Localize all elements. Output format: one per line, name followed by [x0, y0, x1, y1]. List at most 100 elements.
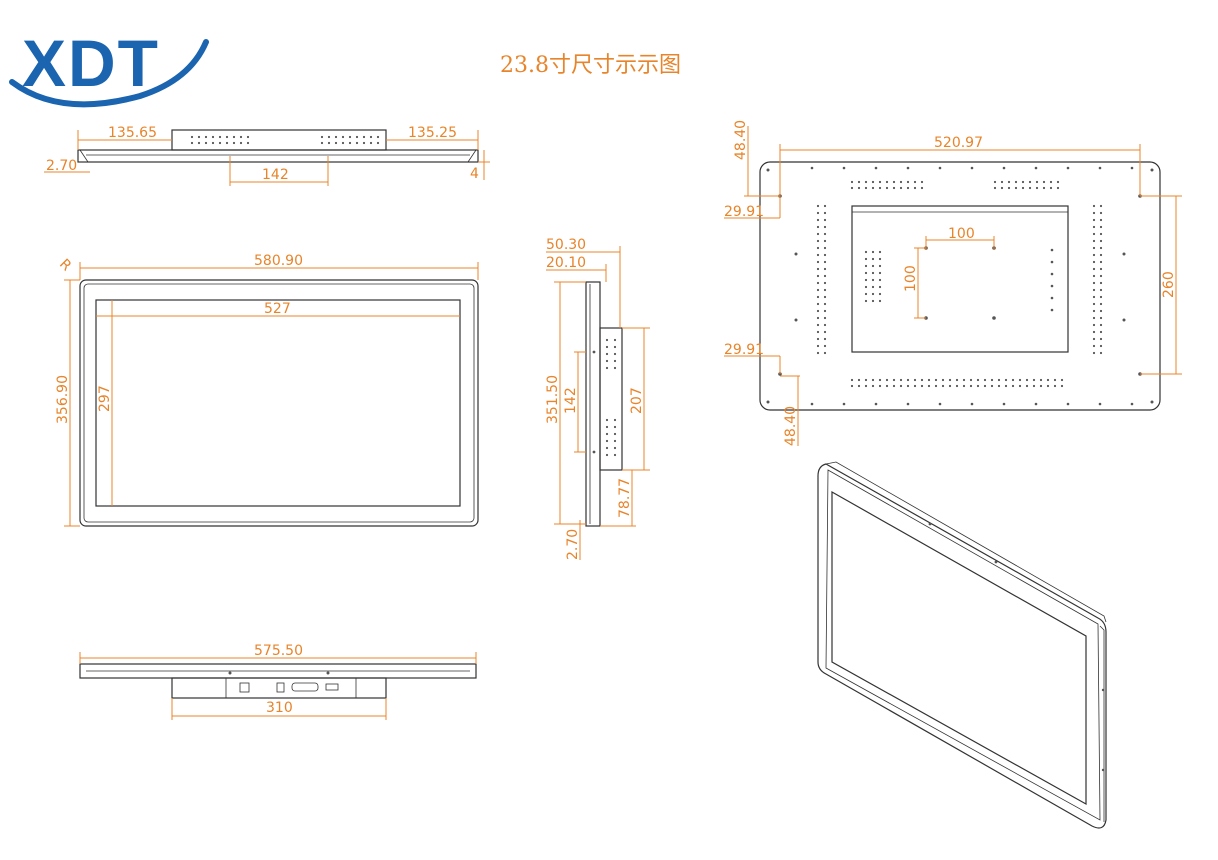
- vent-hole: [1014, 186, 1018, 190]
- vent-hole: [938, 402, 942, 406]
- vent-hole: [823, 351, 827, 355]
- vent-hole: [605, 352, 609, 356]
- vent-hole: [376, 141, 380, 145]
- vent-hole: [1092, 295, 1096, 299]
- vent-hole: [878, 180, 882, 184]
- vent-hole: [864, 250, 868, 254]
- dim-side-bottom-offset: 78.77: [617, 478, 633, 518]
- vent-hole: [605, 366, 609, 370]
- vent-hole: [794, 318, 798, 322]
- perspective-view: [817, 461, 1107, 829]
- vent-hole: [613, 453, 617, 457]
- vent-hole: [920, 384, 924, 388]
- vent-hole: [899, 378, 903, 382]
- vent-hole: [906, 378, 910, 382]
- vent-hole: [983, 378, 987, 382]
- dim-back-height: 260: [1161, 271, 1177, 298]
- vent-hole: [362, 135, 366, 139]
- vent-hole: [913, 384, 917, 388]
- vent-hole: [605, 338, 609, 342]
- vent-hole: [1092, 316, 1096, 320]
- vent-hole: [871, 186, 875, 190]
- vent-hole: [1056, 186, 1060, 190]
- vent-hole: [1092, 337, 1096, 341]
- vent-hole: [1099, 330, 1103, 334]
- vent-hole: [1035, 180, 1039, 184]
- vent-hole: [605, 453, 609, 457]
- back-view: 520.97 48.40 29.91 29.91 48.40 260 100 1…: [724, 120, 1182, 446]
- vent-hole: [941, 384, 945, 388]
- dim-side-hole-spacing: 142: [563, 387, 579, 414]
- vent-hole: [823, 225, 827, 229]
- vent-hole: [605, 345, 609, 349]
- vent-hole: [878, 378, 882, 382]
- vent-hole: [871, 299, 875, 303]
- vent-hole: [992, 316, 996, 320]
- dim-back-width: 520.97: [934, 135, 983, 151]
- vent-hole: [225, 135, 229, 139]
- vent-hole: [823, 309, 827, 313]
- vent-hole: [1092, 281, 1096, 285]
- vent-hole: [823, 323, 827, 327]
- vent-hole: [1092, 323, 1096, 327]
- vent-hole: [613, 366, 617, 370]
- vent-hole: [239, 135, 243, 139]
- vent-hole: [1092, 232, 1096, 236]
- vent-hole: [1099, 260, 1103, 264]
- vent-hole: [816, 246, 820, 250]
- vent-hole: [938, 166, 942, 170]
- vent-hole: [871, 278, 875, 282]
- vent-hole: [816, 204, 820, 208]
- vent-hole: [1092, 225, 1096, 229]
- dim-screen-height: 297: [97, 385, 113, 412]
- vent-hole: [906, 384, 910, 388]
- vent-hole: [816, 309, 820, 313]
- vent-hole: [892, 180, 896, 184]
- vent-hole: [857, 186, 861, 190]
- vent-hole: [1056, 180, 1060, 184]
- vent-hole: [1035, 186, 1039, 190]
- vent-hole: [1034, 402, 1038, 406]
- dim-back-bottom-offset: 48.40: [783, 406, 799, 446]
- vent-hole: [816, 274, 820, 278]
- vent-hole: [816, 225, 820, 229]
- vent-hole: [857, 378, 861, 382]
- vent-hole: [204, 135, 208, 139]
- vent-hole: [613, 345, 617, 349]
- vent-hole: [1004, 384, 1008, 388]
- vent-hole: [197, 141, 201, 145]
- vent-hole: [997, 384, 1001, 388]
- vent-hole: [871, 257, 875, 261]
- logo-text: XDT: [22, 26, 160, 100]
- vent-hole: [816, 253, 820, 257]
- vent-hole: [934, 384, 938, 388]
- vent-hole: [246, 141, 250, 145]
- vent-hole: [794, 252, 798, 256]
- vent-hole: [613, 425, 617, 429]
- vent-hole: [1032, 384, 1036, 388]
- vent-hole: [816, 232, 820, 236]
- vent-hole: [816, 344, 820, 348]
- vent-hole: [1092, 288, 1096, 292]
- vent-hole: [823, 337, 827, 341]
- vent-hole: [1130, 166, 1134, 170]
- vent-hole: [1060, 378, 1064, 382]
- vent-hole: [1099, 211, 1103, 215]
- vent-hole: [816, 288, 820, 292]
- vent-hole: [823, 302, 827, 306]
- dim-vesa-vertical: 100: [903, 265, 919, 292]
- dim-screen-width: 527: [264, 301, 291, 317]
- vent-hole: [376, 135, 380, 139]
- vent-hole: [1130, 402, 1134, 406]
- vent-hole: [1021, 180, 1025, 184]
- vent-hole: [348, 141, 352, 145]
- vent-hole: [1092, 211, 1096, 215]
- vent-hole: [864, 285, 868, 289]
- vent-hole: [605, 418, 609, 422]
- vent-hole: [885, 180, 889, 184]
- vent-hole: [823, 288, 827, 292]
- dim-top-right-offset: 135.25: [408, 125, 457, 141]
- vent-hole: [864, 292, 868, 296]
- vent-hole: [913, 378, 917, 382]
- vent-hole: [1050, 308, 1054, 312]
